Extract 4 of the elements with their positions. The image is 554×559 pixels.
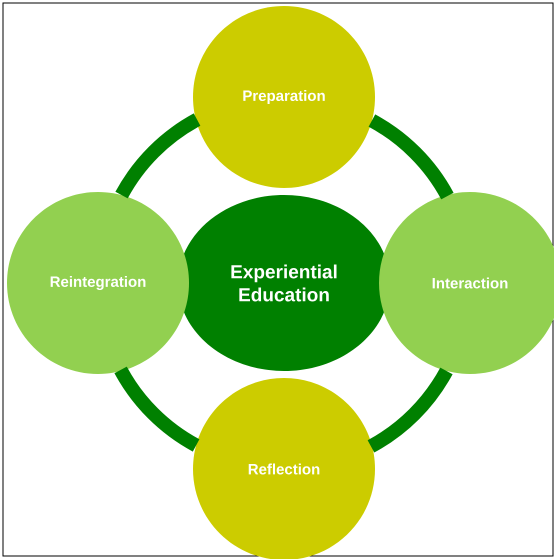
ring-arc	[367, 367, 453, 452]
ring-arc	[115, 114, 201, 199]
ring-arc	[114, 366, 200, 452]
ring-arc	[368, 114, 454, 200]
